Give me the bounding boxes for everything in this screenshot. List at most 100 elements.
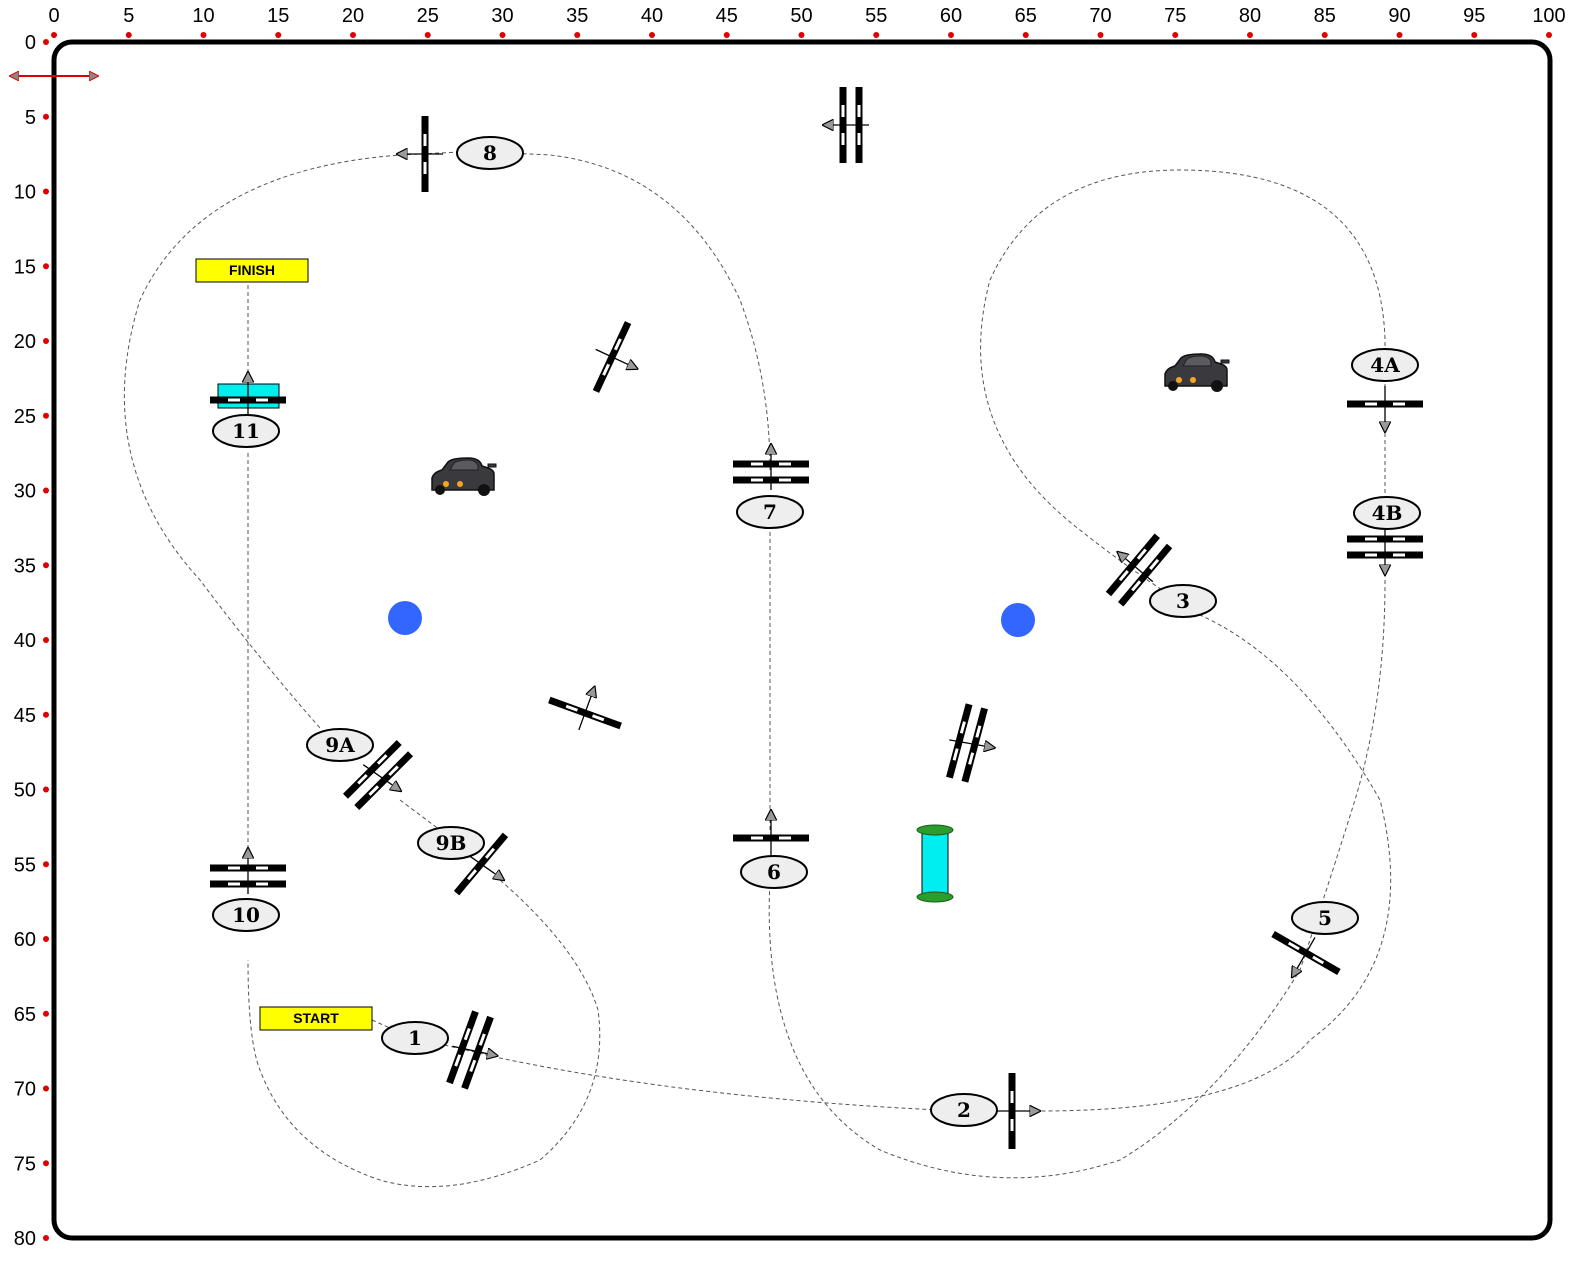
x-tick-label: 60 (940, 5, 962, 27)
start-banner: START (260, 1007, 372, 1030)
y-tick-label: 65 (14, 1004, 36, 1026)
x-tick-marker (649, 32, 655, 38)
x-tick-marker (724, 32, 730, 38)
y-tick-label: 5 (25, 107, 36, 129)
gate-8 (397, 116, 443, 192)
y-tick-label: 25 (14, 406, 36, 428)
x-tick-label: 10 (192, 5, 214, 27)
x-tick-label: 50 (790, 5, 812, 27)
x-tick-label: 80 (1239, 5, 1261, 27)
svg-text:START: START (293, 1010, 339, 1026)
y-tick-marker (43, 413, 49, 419)
x-tick-marker (1023, 32, 1029, 38)
x-tick-label: 15 (267, 5, 289, 27)
x-tick-label: 40 (641, 5, 663, 27)
svg-text:7: 7 (763, 500, 777, 524)
svg-text:11: 11 (232, 419, 260, 443)
y-tick-label: 75 (14, 1153, 36, 1175)
y-tick-marker (43, 338, 49, 344)
y-tick-marker (43, 263, 49, 269)
gate-1-label: 1 (382, 1022, 448, 1054)
svg-text:9B: 9B (436, 831, 467, 855)
gate-5-label: 5 (1292, 902, 1358, 934)
x-tick-marker (1247, 32, 1253, 38)
svg-text:8: 8 (483, 141, 497, 165)
x-tick-marker (500, 32, 506, 38)
x-tick-marker (1397, 32, 1403, 38)
y-tick-marker (43, 861, 49, 867)
x-tick-label: 25 (417, 5, 439, 27)
gate-free-a (593, 321, 638, 393)
x-tick-label: 55 (865, 5, 887, 27)
x-tick-marker (425, 32, 431, 38)
x-tick-label: 30 (491, 5, 513, 27)
svg-text:2: 2 (957, 1098, 971, 1122)
y-tick-marker (43, 1160, 49, 1166)
x-tick-label: 0 (48, 5, 59, 27)
gate-2 (994, 1073, 1040, 1149)
svg-text:3: 3 (1176, 589, 1190, 613)
y-tick-marker (43, 1011, 49, 1017)
gate-8-label: 8 (457, 137, 523, 169)
gate-4a (1347, 386, 1423, 432)
y-tick-marker (43, 488, 49, 494)
gate-free-b (548, 687, 622, 730)
y-tick-marker (43, 39, 49, 45)
gate-4b (1347, 529, 1423, 575)
car-icon-left (432, 458, 496, 496)
y-tick-label: 35 (14, 555, 36, 577)
y-tick-marker (43, 712, 49, 718)
finish-banner: FINISH (196, 259, 308, 282)
gate-1 (446, 1010, 497, 1089)
y-tick-label: 50 (14, 780, 36, 802)
x-tick-marker (1546, 32, 1552, 38)
gate-6-label: 6 (741, 856, 807, 888)
x-tick-marker (1172, 32, 1178, 38)
x-tick-label: 90 (1388, 5, 1410, 27)
y-tick-label: 0 (25, 32, 36, 54)
y-tick-label: 80 (14, 1228, 36, 1250)
y-tick-marker (43, 1086, 49, 1092)
x-tick-label: 85 (1314, 5, 1336, 27)
svg-text:1: 1 (408, 1026, 422, 1050)
x-tick-marker (873, 32, 879, 38)
gate-7-label: 7 (737, 496, 803, 528)
y-tick-label: 15 (14, 256, 36, 278)
x-tick-marker (1098, 32, 1104, 38)
gate-free-top (823, 87, 869, 163)
x-tick-label: 5 (123, 5, 134, 27)
y-tick-marker (43, 114, 49, 120)
gate-10-label: 10 (213, 899, 279, 931)
field-border (54, 42, 1550, 1238)
gate-7 (733, 444, 809, 490)
y-tick-marker (43, 787, 49, 793)
x-tick-marker (51, 32, 57, 38)
y-tick-label: 30 (14, 481, 36, 503)
x-tick-label: 70 (1089, 5, 1111, 27)
x-tick-marker (1322, 32, 1328, 38)
svg-text:FINISH: FINISH (229, 262, 275, 278)
gate-2-label: 2 (931, 1094, 997, 1126)
x-tick-label: 35 (566, 5, 588, 27)
gate-3-label: 3 (1150, 585, 1216, 617)
gate-6 (733, 810, 809, 856)
svg-text:4A: 4A (1370, 353, 1400, 377)
pylon-left (388, 601, 422, 635)
x-tick-label: 45 (716, 5, 738, 27)
y-tick-marker (43, 562, 49, 568)
y-tick-label: 45 (14, 705, 36, 727)
x-tick-marker (574, 32, 580, 38)
svg-text:6: 6 (767, 860, 781, 884)
gate-10 (210, 848, 286, 894)
gate-9a-label: 9A (307, 729, 373, 761)
gate-free-c (946, 703, 995, 782)
y-tick-marker (43, 637, 49, 643)
svg-text:5: 5 (1318, 906, 1332, 930)
gate-11-label: 11 (213, 415, 279, 447)
x-tick-marker (275, 32, 281, 38)
x-tick-label: 20 (342, 5, 364, 27)
x-tick-marker (126, 32, 132, 38)
